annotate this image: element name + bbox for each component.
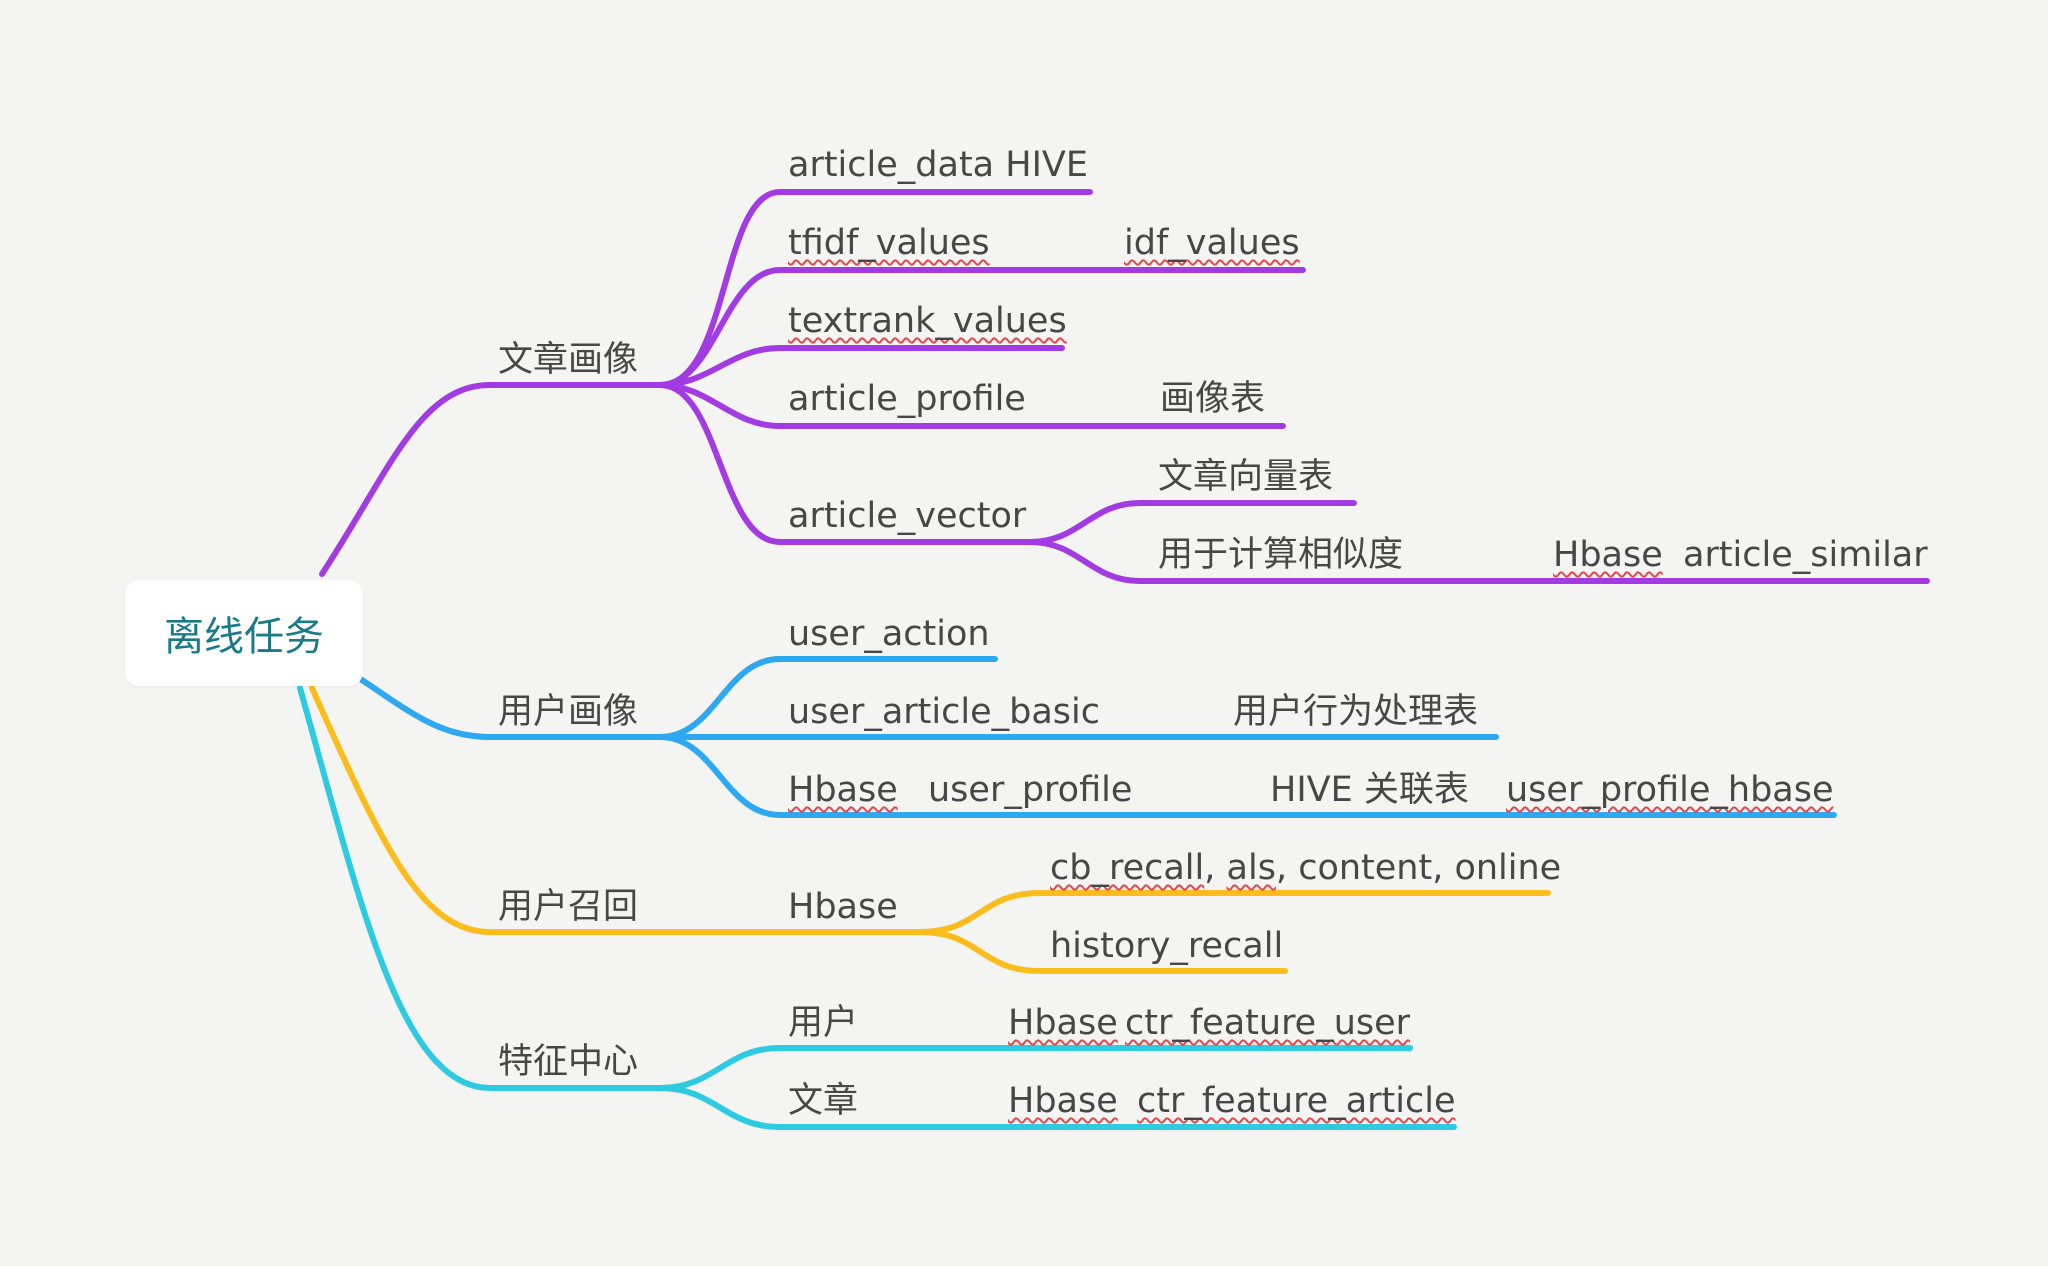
root-label: 离线任务	[164, 614, 324, 660]
recall-type-cb: cb_recall	[1050, 848, 1205, 888]
node-user-profile-hbase[interactable]: user_profile_hbase	[1506, 770, 1834, 810]
recall-type-als: als	[1226, 848, 1276, 888]
node-article-data[interactable]: article_data HIVE	[788, 145, 1088, 185]
node-textrank-values[interactable]: textrank_values	[788, 301, 1067, 341]
node-feature-user[interactable]: 用户	[788, 1003, 859, 1043]
node-article-similar[interactable]: article_similar	[1683, 535, 1928, 575]
node-ctr-feature-article[interactable]: ctr_feature_article	[1137, 1081, 1456, 1121]
node-idf-values[interactable]: idf_values	[1124, 223, 1300, 263]
node-feature-center[interactable]: 特征中心	[498, 1042, 639, 1082]
connector-feature-user	[657, 1045, 1413, 1091]
connector-user-action	[657, 656, 998, 740]
node-feature-article-hbase[interactable]: Hbase	[1008, 1081, 1118, 1121]
connector-root-user-recall	[309, 685, 923, 935]
node-similarity[interactable]: 用于计算相似度	[1158, 535, 1404, 575]
node-history-recall[interactable]: history_recall	[1050, 926, 1284, 966]
recall-separator: ,	[1204, 848, 1227, 888]
connector-root-article-profile	[319, 382, 663, 577]
root-node[interactable]: 离线任务	[125, 580, 363, 686]
node-user-hbase[interactable]: Hbase	[788, 770, 898, 810]
node-recall-hbase[interactable]: Hbase	[788, 887, 898, 927]
connector-feature-article	[657, 1085, 1457, 1130]
node-user-action[interactable]: user_action	[788, 614, 990, 654]
node-user-profile-hbase-key[interactable]: user_profile	[928, 770, 1133, 810]
node-profile-table[interactable]: 画像表	[1160, 379, 1266, 419]
connector-article-data	[657, 189, 1093, 388]
node-user-recall[interactable]: 用户召回	[498, 887, 639, 927]
connector-article-vector	[657, 382, 1033, 545]
node-article-vector[interactable]: article_vector	[788, 496, 1027, 536]
connector-tfidf	[657, 267, 1306, 388]
connector-recall-cb	[917, 890, 1551, 935]
node-feature-user-hbase[interactable]: Hbase	[1008, 1003, 1118, 1043]
node-article-profile-table[interactable]: article_profile	[788, 379, 1026, 419]
connector-vector-similar	[1027, 539, 1930, 584]
connector-textrank	[657, 345, 1065, 388]
node-ctr-feature-user[interactable]: ctr_feature_user	[1125, 1003, 1411, 1043]
recall-type-rest: , content, online	[1275, 848, 1562, 888]
node-user-article-basic[interactable]: user_article_basic	[788, 692, 1100, 732]
node-recall-types[interactable]: cb_recall, als, content, online	[1050, 851, 1561, 886]
node-user-profile[interactable]: 用户画像	[498, 692, 639, 732]
connector-vector-table	[1027, 500, 1357, 545]
node-tfidf-values[interactable]: tfidf_values	[788, 223, 990, 263]
node-hive-join-table[interactable]: HIVE 关联表	[1270, 770, 1469, 810]
node-vector-table[interactable]: 文章向量表	[1158, 457, 1334, 497]
node-user-behavior-table[interactable]: 用户行为处理表	[1233, 692, 1479, 732]
connector-root-feature-center	[297, 685, 663, 1091]
node-similar-hbase[interactable]: Hbase	[1553, 535, 1663, 575]
node-article-profile[interactable]: 文章画像	[498, 340, 639, 380]
connector-root-user-profile	[359, 677, 663, 740]
connector-recall-history	[917, 929, 1288, 974]
node-feature-article[interactable]: 文章	[788, 1081, 859, 1121]
connector-user-hbase	[657, 734, 1837, 818]
